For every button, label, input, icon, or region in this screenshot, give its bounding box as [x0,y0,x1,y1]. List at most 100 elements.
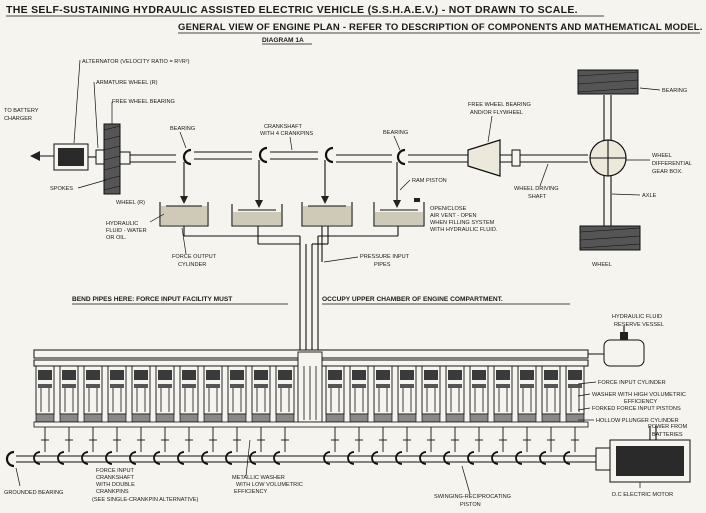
cylinder-right-2 [371,365,393,465]
cylinder-right-8 [515,365,537,465]
flywheel [467,139,588,177]
pressure-leader [323,256,359,263]
cylinder-right-6 [467,365,489,465]
cylinder-right-0 [323,365,345,465]
diff-label-1: WHEEL [652,153,672,159]
reserve-vessel [603,326,645,367]
metal-washer-leader [245,439,251,477]
grounded-leader [15,467,21,487]
cylinder-left-10 [273,365,295,465]
cylinder-left-5 [153,365,175,465]
washer-high-leader [577,393,591,397]
swinging-label-1: SWINGING-RECIPROCATING [434,494,511,500]
cylinder-left-0 [33,365,55,465]
crankshaft-label-2: WITH 4 CRANKPINS [260,131,313,137]
cylinder-right-7 [491,365,513,465]
cylinder-right-4 [419,365,441,465]
reserve-label-1: HYDRAULIC FLUID [612,314,662,320]
cylinder-left-2 [81,365,103,465]
alternator-leader [73,59,81,144]
cylinder-right-9 [539,365,561,465]
wheel-r [103,123,131,195]
cylinder-left-4 [129,365,151,465]
spokes-label: SPOKES [50,186,73,192]
hydraulic-label-1: HYDRAULIC [106,221,138,227]
to-battery-label: TO BATTERY [4,108,39,114]
cylinder-right-5 [443,365,465,465]
cylinder-left-7 [201,365,223,465]
wheel-drive-label-2: SHAFT [528,194,547,200]
axle-label: AXLE [642,193,657,199]
diagram-number: DIAGRAM 1A [262,37,304,44]
charger-label: CHARGER [4,116,32,122]
dc-motor-label: D.C ELECTRIC MOTOR [612,492,673,498]
diff-label-2: DIFFERENTIAL [652,161,692,167]
bearing-top-label: BEARING [662,88,687,94]
charger-arrow-head [30,151,40,161]
metal-washer-label-2: WITH LOW VOLUMETRIC [236,482,303,488]
air-vent-label-1: OPEN/CLOSE [430,206,467,212]
ram-piston-label: RAM PISTON [412,178,447,184]
fi-crank-label-5: (SEE SINGLE-CRANKPIN ALTERNATIVE) [92,497,199,503]
bearing-label-2: BEARING [383,130,408,136]
cylinder-right-3 [395,365,417,465]
air-vent-label-3: WHEN FILLING SYSTEM [430,220,495,226]
bearing-leader-1 [179,131,187,149]
force-output-cylinders [159,198,425,227]
armature-wheel-label: ARMATURE WHEEL (r) [96,80,158,86]
hollow-plunger-label: HOLLOW PLUNGER CYLINDER [596,418,679,424]
occupy-label: OCCUPY UPPER CHAMBER OF ENGINE COMPARTME… [322,296,503,303]
title-line-2: GENERAL VIEW OF ENGINE PLAN - REFER TO D… [178,22,703,33]
swinging-label-2: PISTON [460,502,481,508]
crank-bearings [182,146,406,166]
cylinder-left-9 [249,365,271,465]
pressure-label-1: PRESSURE INPUT [360,254,410,260]
fi-crank-label-2: CRANKSHAFT [96,475,134,481]
fw-flywheel-label-1: FREE WHEEL BEARING [468,102,531,108]
metal-washer-label-3: EFFICIENCY [234,489,268,495]
washer-high-label-2: EFFICIENCY [624,399,658,405]
bend-pipes-label: BEND PIPES HERE: FORCE INPUT FACILITY MU… [72,296,232,303]
armature-leader [93,81,99,149]
power-label-2: BATTERIES [652,432,683,438]
cylinder-left-6 [177,365,199,465]
wheel-drive-leader [539,163,549,187]
swinging-leader [461,465,471,495]
fi-crank-label-3: WITH DOUBLE [96,482,135,488]
force-input-cyl-label: FORCE INPUT CYLINDER [598,380,666,386]
free-wheel-bearing-label: FREE WHEEL BEARING [112,99,175,105]
cylinder-left-8 [225,365,247,465]
wheel-drive-label-1: WHEEL DRIVING [514,186,559,192]
alternator [53,143,105,171]
force-input-cyl-leader [577,381,597,385]
wheel-r-label: WHEEL (R) [116,200,145,206]
power-label-1: POWER FROM [648,424,687,430]
force-input-cylinder-bank [33,351,589,465]
cylinder-right-10 [563,365,585,465]
forked-pistons-leader [577,407,591,411]
bearing-top-leader [639,87,661,91]
fw-flywheel-label-2: AND/OR FLYWHEEL [470,110,523,116]
spokes-leader [77,179,107,189]
cylinder-right-1 [347,365,369,465]
axle-leader [611,193,641,196]
force-output-label-2: CYLINDER [178,262,206,268]
bearing-leader-2 [393,135,401,151]
dc-electric-motor [595,426,691,483]
hydraulic-leader [149,213,165,223]
crankshaft-label-1: CRANKSHAFT [264,124,302,130]
air-vent-label-4: WITH HYDRAULIC FLUID. [430,227,498,233]
cylinder-left-3 [105,365,127,465]
crankshaft-leader [289,136,293,151]
bearing-label-1: BEARING [170,126,195,132]
hydraulic-label-2: FLUID - WATER [106,228,147,234]
flywheel-leader [487,115,493,143]
differential-assembly [577,69,641,251]
force-output-label-1: FORCE OUTPUT [172,254,217,260]
wheel-bottom-label: WHEEL [592,262,612,268]
fi-crank-label-1: FORCE INPUT [96,468,134,474]
grounded-bearing-label: GROUNDED BEARING [4,490,63,496]
air-vent-label-2: AIR VENT - OPEN [430,213,477,219]
